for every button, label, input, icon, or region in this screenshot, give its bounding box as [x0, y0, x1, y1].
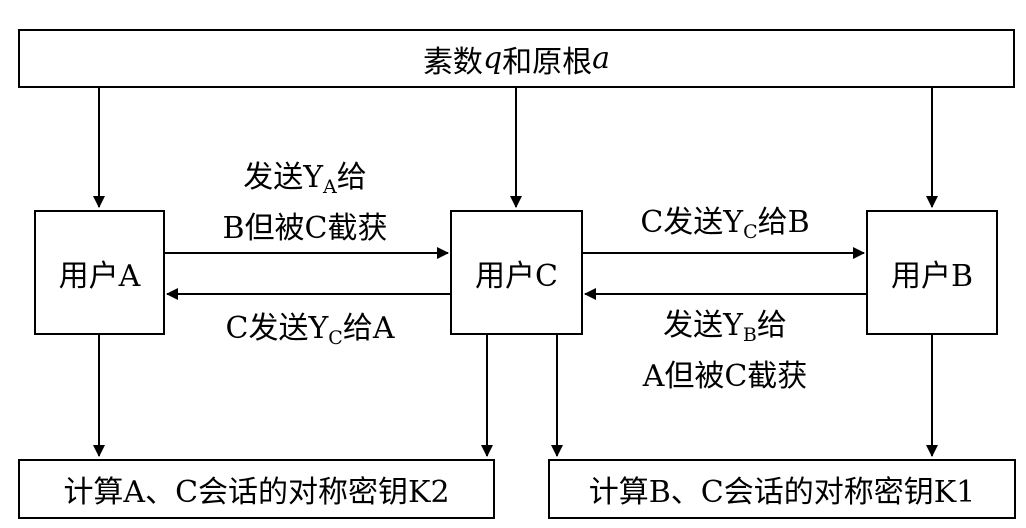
compute-k1-label: 计算B、C会话的对称密钥K1: [588, 475, 976, 510]
label-b-to-c: 发送YB给 A但被C截获: [615, 305, 835, 398]
user-b-label: 用户B: [890, 258, 974, 294]
label-a-to-c: 发送YA给 B但被C截获: [195, 157, 415, 250]
user-c-box: 用户C: [450, 210, 583, 335]
label-b-to-c-line1: 发送YB给: [663, 308, 787, 346]
user-b-box: 用户B: [866, 210, 998, 335]
compute-k1-box: 计算B、C会话的对称密钥K1: [548, 459, 1016, 519]
user-a-box: 用户A: [34, 210, 165, 335]
user-a-label: 用户A: [58, 258, 141, 294]
user-c-label: 用户C: [475, 258, 558, 294]
prime-root-middle: 和原根: [502, 44, 593, 80]
compute-k2-label: 计算A、C会话的对称密钥K2: [63, 475, 450, 510]
compute-k2-box: 计算A、C会话的对称密钥K2: [18, 459, 495, 519]
label-a-to-c-line1: 发送YA给: [243, 160, 367, 198]
prime-root-prefix: 素数: [422, 44, 483, 80]
label-a-to-c-line2: B但被C截获: [222, 211, 388, 246]
root-a: a: [592, 41, 611, 76]
label-c-to-b: C发送YC给B: [640, 205, 810, 243]
label-c-to-a: C发送YC给A: [225, 311, 395, 349]
label-b-to-c-line2: A但被C截获: [642, 359, 808, 394]
prime-q: q: [482, 41, 503, 76]
